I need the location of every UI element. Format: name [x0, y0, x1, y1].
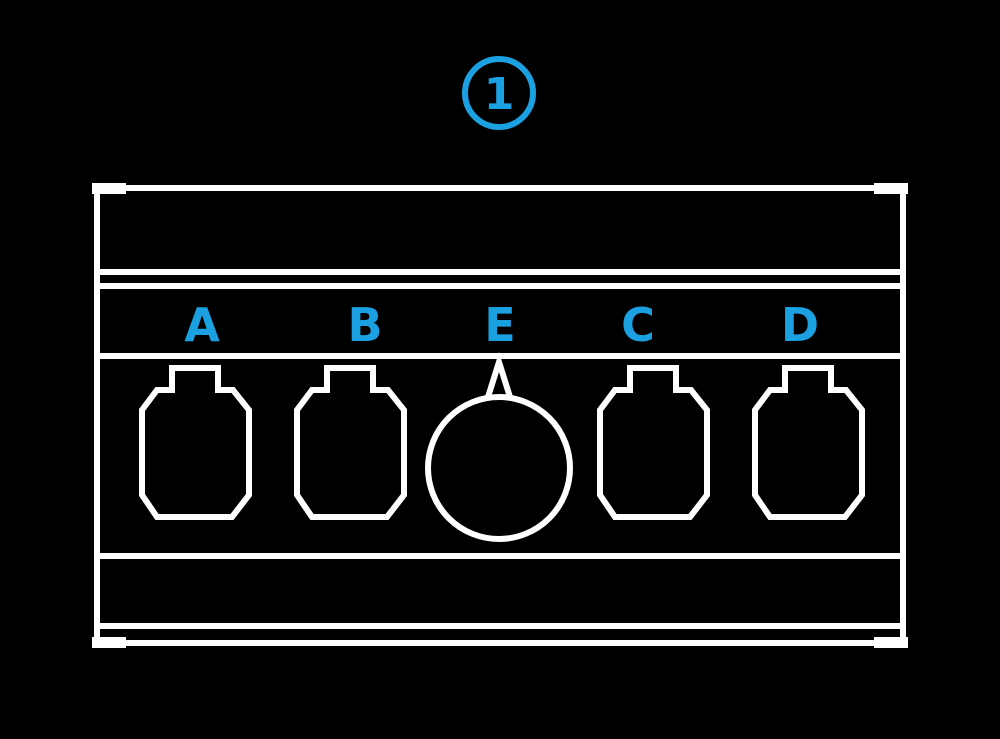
corner-cap-bottom-left — [92, 637, 126, 648]
corner-cap-top-right — [874, 183, 908, 194]
dial-e-knob[interactable] — [425, 394, 573, 542]
key-label-a: A — [184, 298, 220, 352]
button-a[interactable] — [139, 365, 252, 520]
controls — [139, 351, 865, 542]
key-labels: A B E C D — [184, 298, 819, 352]
step-badge: 1 — [462, 56, 536, 130]
step-number: 1 — [484, 69, 515, 120]
key-label-d: D — [781, 298, 819, 352]
dial-e[interactable] — [425, 351, 573, 542]
panel-outline — [94, 185, 906, 646]
key-label-b: B — [347, 298, 382, 352]
corner-cap-bottom-right — [874, 637, 908, 648]
button-c[interactable] — [597, 365, 710, 520]
corner-caps — [92, 183, 908, 648]
key-label-e: E — [484, 298, 515, 352]
key-label-c: C — [621, 298, 655, 352]
panel-frame — [94, 185, 906, 646]
button-b[interactable] — [294, 365, 407, 520]
dial-e-pointer — [485, 351, 513, 398]
step-badge-circle — [462, 56, 536, 130]
button-d[interactable] — [752, 365, 865, 520]
corner-cap-top-left — [92, 183, 126, 194]
